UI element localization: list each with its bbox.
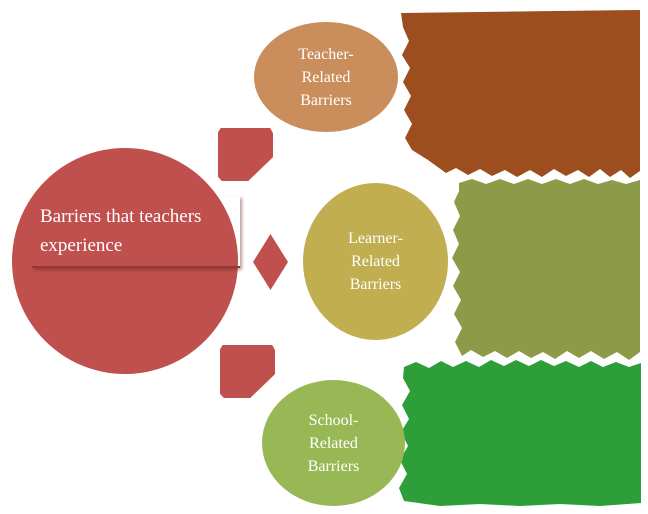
root-label-box: Barriers that teachers experience	[32, 196, 240, 268]
branch-circle-teacher: Teacher- Related Barriers	[254, 22, 398, 132]
branch-label-teacher: Teacher- Related Barriers	[298, 45, 354, 109]
branch-circle-learner: Learner- Related Barriers	[303, 183, 448, 340]
redacted-text-block-teacher	[401, 10, 640, 178]
redacted-text-block-school	[399, 360, 641, 506]
redacted-text-block-learner	[452, 179, 640, 360]
branch-label-school: School- Related Barriers	[307, 411, 360, 475]
branch-label-learner: Learner- Related Barriers	[348, 230, 403, 293]
branch-circle-school: School- Related Barriers	[262, 380, 405, 506]
root-circle: Barriers that teachers experience	[12, 148, 240, 374]
root-label: Barriers that teachers experience	[40, 206, 202, 256]
